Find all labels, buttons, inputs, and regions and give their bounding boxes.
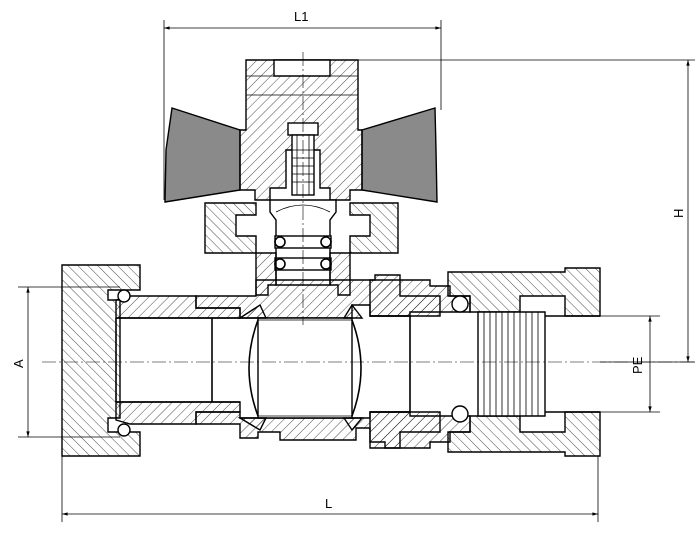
stem-o-ring-2 xyxy=(320,236,332,248)
valve-body xyxy=(61,264,601,457)
handle-right-wing xyxy=(361,107,438,203)
dimension-lines: L1 H A PE L xyxy=(11,9,695,522)
left-seal-bottom xyxy=(117,423,131,437)
handle-top-cap xyxy=(273,59,331,77)
dim-label-L1: L1 xyxy=(294,9,308,24)
stem-o-ring-1 xyxy=(274,236,286,248)
compression-ring xyxy=(477,311,546,417)
left-seal-top xyxy=(117,289,131,303)
centerlines xyxy=(42,52,696,363)
right-seal-top xyxy=(451,295,469,313)
dim-label-H: H xyxy=(671,209,686,218)
dim-label-L: L xyxy=(325,496,332,511)
dim-label-PE: PE xyxy=(630,356,645,374)
dim-label-A: A xyxy=(11,359,26,368)
butterfly-handle xyxy=(164,59,438,203)
right-compression-nut xyxy=(447,267,601,317)
packing-nut-left xyxy=(204,202,257,254)
packing-nut-right xyxy=(349,202,399,254)
right-seal-bottom xyxy=(451,405,469,423)
ball xyxy=(257,317,353,419)
ball-seat-right xyxy=(342,303,364,319)
bonnet-assembly xyxy=(204,199,399,296)
handle-left-wing xyxy=(164,107,241,203)
ball-seat-left xyxy=(237,303,268,319)
